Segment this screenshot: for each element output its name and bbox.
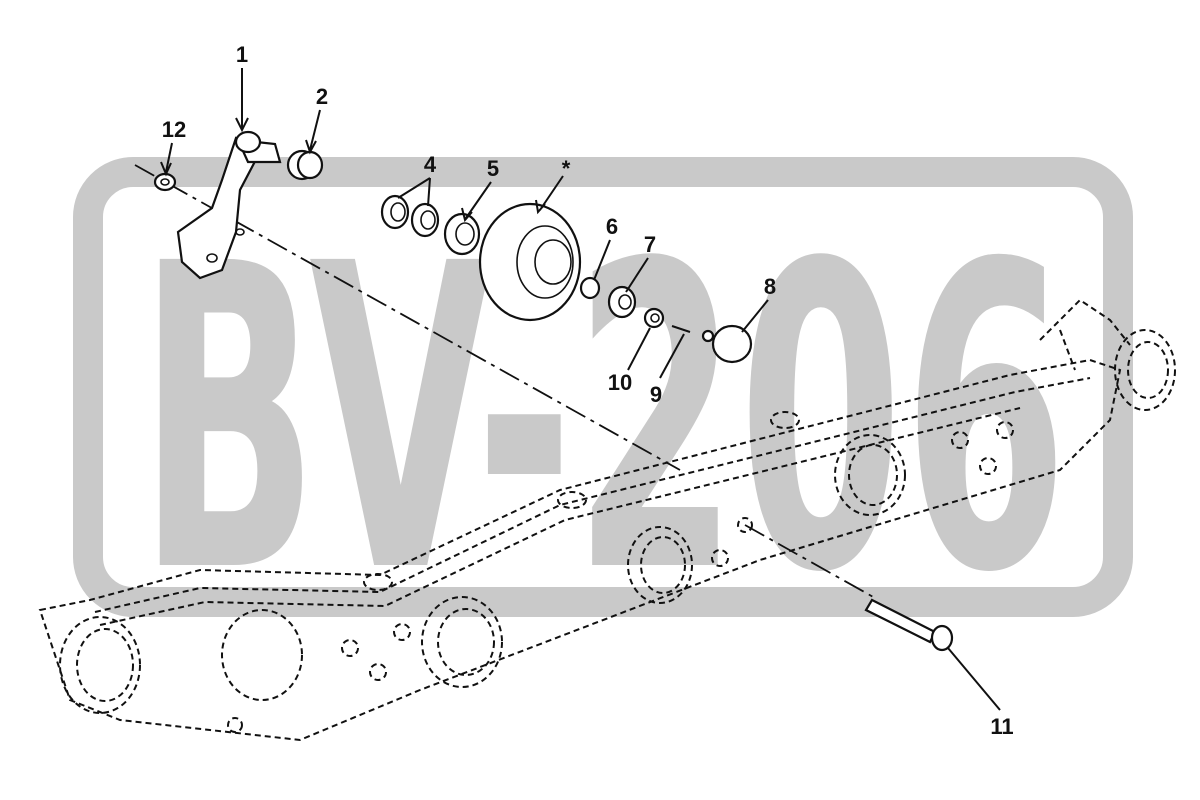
wheel-housing-5-inner: [848, 444, 898, 506]
callout-5: 5: [487, 156, 499, 181]
callout-7: 7: [644, 232, 656, 257]
wheel-housing-6: [1114, 329, 1176, 411]
wheel-housing-1-inner: [76, 628, 134, 702]
wheel-housing-5: [834, 434, 906, 516]
end-bracket: [1039, 298, 1131, 371]
frame-lug: [363, 573, 393, 591]
bolt-hole: [951, 431, 969, 449]
callout-2: 2: [316, 84, 328, 109]
callouts: 1 2 12 4 5 * 6 7 8 10 9 11: [162, 42, 1014, 739]
callout-9: 9: [650, 382, 662, 407]
bolt-hole: [227, 717, 243, 733]
callout-6: 6: [606, 214, 618, 239]
callout-8: 8: [764, 274, 776, 299]
part-2-spacer: [286, 149, 324, 181]
bolt-hole: [996, 421, 1014, 439]
part-12-nut: [153, 172, 177, 192]
wheel-housing-4: [627, 526, 693, 604]
frame-lug: [557, 491, 587, 509]
part-7-bearing: [607, 285, 637, 319]
wheel-housing-3: [421, 596, 503, 688]
callout-12: 12: [162, 117, 186, 142]
wheel-housing-3-inner: [437, 608, 495, 676]
wheel-housing-6-inner: [1127, 341, 1169, 399]
part-10-nut: [643, 307, 665, 329]
part-5-seal: [443, 212, 481, 256]
callout-star: *: [562, 156, 571, 181]
wheel-housing-4-inner: [640, 536, 686, 594]
watermark: BV-206: [73, 157, 1133, 665]
bogie-frame: [38, 298, 1176, 742]
frame-upper-rail-2: [99, 407, 1021, 626]
part-hub: [478, 202, 582, 322]
callout-1: 1: [236, 42, 248, 67]
part-8-cap: [711, 324, 753, 364]
frame-outline: [38, 358, 1122, 742]
bolt-hole: [737, 517, 753, 533]
wheel-housing-2: [221, 609, 303, 701]
bolt-hole: [341, 639, 359, 657]
bolt-hole: [979, 457, 997, 475]
callout-4: 4: [424, 152, 437, 177]
callout-10: 10: [608, 370, 632, 395]
part-9-pin: [671, 325, 715, 343]
callout-11: 11: [990, 714, 1013, 739]
bolt-hole: [393, 623, 411, 641]
part-4-bearings: [380, 194, 440, 238]
wheel-housing-1: [59, 616, 141, 714]
frame-lug: [770, 411, 800, 429]
bolt-hole: [369, 663, 387, 681]
watermark-text: BV-206: [138, 176, 1068, 665]
leader-lines: [160, 68, 1001, 711]
part-6-washer: [579, 276, 601, 300]
part-11-bolt: [864, 598, 954, 652]
bolt-center-line: [744, 524, 876, 599]
bolt-hole: [711, 549, 729, 567]
part-1-spindle-arm: [176, 130, 282, 280]
